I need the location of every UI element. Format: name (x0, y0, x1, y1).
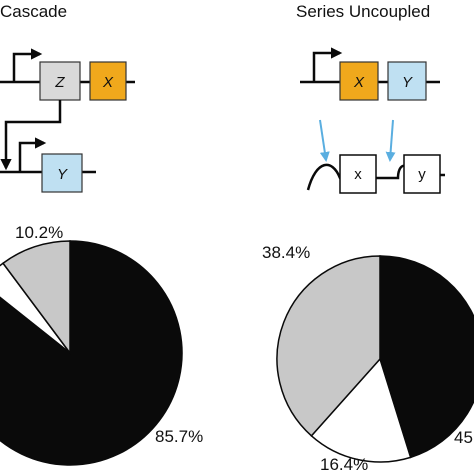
series-uncoupled-pie (276, 255, 474, 463)
mrna-label-y: y (418, 166, 426, 183)
cascade-title: Cascade (0, 2, 67, 21)
series-pie-label-white: 16.4% (320, 455, 368, 474)
series-pie-slice-0 (379, 255, 474, 459)
series-pie-label-black: 45 (454, 428, 473, 447)
mrna-label-x: x (354, 166, 362, 183)
cascade-diagram: Z X Y (0, 48, 135, 193)
gene-box-y (41, 153, 83, 193)
series-uncoupled-title: Series Uncoupled (296, 2, 430, 21)
rbs-arrow-x (319, 119, 330, 162)
mrna-box-x (339, 154, 377, 194)
series-pie-slice-2 (276, 255, 381, 437)
cascade-pie-slice-2 (1, 240, 71, 356)
series-uncoupled-diagram: X Y x y (300, 47, 445, 194)
promoter-arrow-z (12, 48, 43, 82)
gene-label-y: Y (57, 166, 68, 183)
gene-box-x-right (339, 61, 379, 101)
rbs-arrow-y (385, 119, 396, 162)
gene-box-x (89, 61, 127, 101)
series-pie-label-gray: 38.4% (262, 243, 310, 262)
cascade-pie-slice-0 (0, 240, 183, 466)
promoter-arrow-y (18, 137, 47, 172)
promoter-arrow-right (312, 47, 343, 82)
gene-label-x-right: X (353, 74, 365, 91)
regulation-arrow (0, 100, 62, 171)
cascade-pie (0, 240, 183, 466)
mrna-box-y (403, 154, 441, 194)
gene-label-y-right: Y (402, 74, 413, 91)
gene-label-x: X (102, 74, 114, 91)
gene-box-y-right (387, 61, 427, 101)
cascade-pie-label-gray: 10.2% (15, 223, 63, 242)
series-pie-slice-1 (310, 357, 412, 463)
gene-label-z: Z (54, 74, 65, 91)
cascade-pie-label-black: 85.7% (155, 427, 203, 446)
